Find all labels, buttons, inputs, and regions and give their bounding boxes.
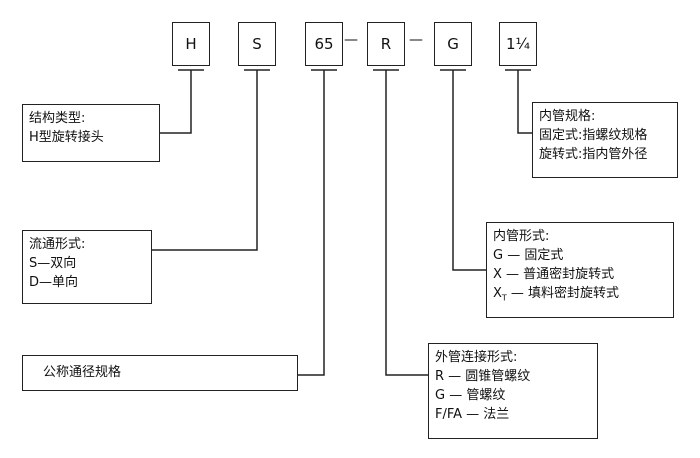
code-g: G	[447, 35, 459, 53]
structure-type-title: 结构类型:	[29, 111, 86, 126]
outer-connection-r: R — 圆锥管螺纹	[435, 369, 531, 384]
code-h: H	[185, 35, 197, 53]
outer-connection-g: G — 管螺纹	[435, 388, 506, 403]
inner-spec-fixed: 固定式:指螺纹规格	[539, 128, 648, 143]
separator-1: —	[344, 32, 358, 48]
inner-form-xt: XT — 填料密封旋转式	[493, 284, 667, 308]
code-box-s: S	[238, 22, 276, 66]
structure-type-value: H型旋转接头	[29, 130, 104, 145]
code-65: 65	[314, 35, 334, 53]
structure-type-box: 结构类型: H型旋转接头	[22, 104, 160, 162]
flow-type-box: 流通形式: S—双向 D—单向	[22, 230, 152, 304]
inner-spec-rotating: 旋转式:指内管外径	[539, 147, 648, 162]
inner-form-xt-sub: T	[501, 293, 507, 303]
nominal-size-box: 公称通径规格	[22, 355, 298, 391]
inner-spec-box: 内管规格: 固定式:指螺纹规格 旋转式:指内管外径	[532, 102, 678, 178]
nominal-size-title: 公称通径规格	[43, 365, 122, 380]
inner-form-g: G — 固定式	[493, 248, 564, 263]
flow-type-title: 流通形式:	[29, 237, 86, 252]
code-box-h: H	[172, 22, 210, 66]
code-r: R	[380, 35, 392, 53]
inner-form-xt-prefix: X	[493, 286, 502, 301]
inner-form-box: 内管形式: G — 固定式 X — 普通密封旋转式 XT — 填料密封旋转式	[486, 222, 674, 318]
flow-type-s: S—双向	[29, 256, 77, 271]
outer-connection-f: F/FA — 法兰	[435, 407, 510, 422]
inner-form-x: X — 普通密封旋转式	[493, 267, 615, 282]
code-box-65: 65	[305, 22, 343, 66]
outer-connection-box: 外管连接形式: R — 圆锥管螺纹 G — 管螺纹 F/FA — 法兰	[428, 343, 598, 439]
code-s: S	[252, 35, 262, 53]
flow-type-d: D—单向	[29, 275, 79, 290]
inner-form-xt-rest: — 填料密封旋转式	[506, 286, 620, 301]
inner-spec-title: 内管规格:	[539, 109, 596, 124]
inner-form-title: 内管形式:	[493, 229, 550, 244]
code-box-inner-size: 1¼	[499, 22, 537, 66]
code-box-r: R	[367, 22, 405, 66]
outer-connection-title: 外管连接形式:	[435, 350, 518, 365]
code-box-g: G	[434, 22, 472, 66]
code-inner-size: 1¼	[505, 35, 531, 53]
separator-2: —	[409, 32, 423, 48]
